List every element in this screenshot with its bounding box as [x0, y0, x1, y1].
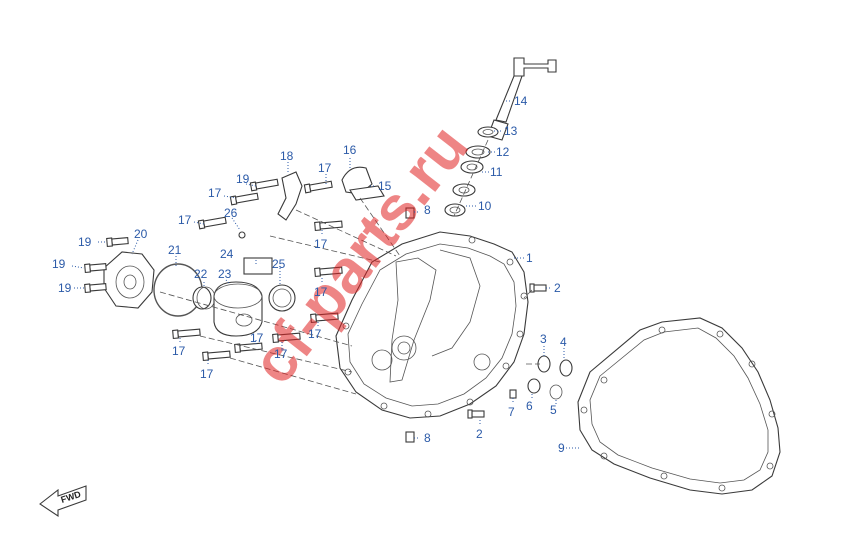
clutch-cover[interactable] [335, 231, 529, 419]
cap-4[interactable] [559, 359, 573, 377]
callout-17-bottom[interactable]: 17 [200, 367, 214, 381]
assembly-lines [159, 139, 540, 395]
callouts: 14 13 12 11 10 16 15 18 17 19 17 26 17 8… [52, 94, 580, 455]
callout-17-center-upper[interactable]: 17 [314, 237, 328, 251]
callout-26[interactable]: 26 [224, 206, 238, 220]
callout-2-bottom[interactable]: 2 [476, 427, 483, 441]
callout-18[interactable]: 18 [280, 149, 294, 163]
callout-15[interactable]: 15 [378, 179, 392, 193]
callout-17-bottom-center-1[interactable]: 17 [250, 331, 264, 345]
callout-24[interactable]: 24 [220, 247, 234, 261]
dowel-top[interactable] [405, 207, 415, 219]
callout-8-top[interactable]: 8 [424, 203, 431, 217]
callout-17-bottom-center-2[interactable]: 17 [274, 347, 288, 361]
clip-5[interactable] [549, 384, 563, 400]
forward-arrow-icon: FWD [39, 485, 87, 518]
callout-25[interactable]: 25 [272, 257, 286, 271]
pump-cover[interactable] [103, 251, 155, 309]
callout-8-bottom[interactable]: 8 [424, 431, 431, 445]
callout-17-bottom-left[interactable]: 17 [172, 344, 186, 358]
callout-20[interactable]: 20 [134, 227, 148, 241]
bearing-stack[interactable] [444, 126, 499, 217]
cover-gasket[interactable] [577, 317, 781, 495]
callout-3[interactable]: 3 [540, 332, 547, 346]
callout-17-upper-left[interactable]: 17 [208, 186, 222, 200]
spring[interactable] [192, 286, 216, 310]
callout-4[interactable]: 4 [560, 335, 567, 349]
callout-21[interactable]: 21 [168, 243, 182, 257]
thermostat-cap[interactable] [341, 166, 385, 201]
label-plate[interactable] [243, 257, 273, 275]
callout-1[interactable]: 1 [526, 251, 533, 265]
oil-filter[interactable] [213, 281, 263, 337]
callout-5[interactable]: 5 [550, 403, 557, 417]
callout-17-left[interactable]: 17 [178, 213, 192, 227]
callout-2-right[interactable]: 2 [554, 281, 561, 295]
callout-19-left-3[interactable]: 19 [58, 281, 72, 295]
bracket[interactable] [277, 171, 303, 221]
plug-7[interactable] [509, 389, 517, 399]
small-oring[interactable] [238, 231, 246, 239]
callout-13[interactable]: 13 [504, 124, 518, 138]
callout-10[interactable]: 10 [478, 199, 492, 213]
callout-6[interactable]: 6 [526, 399, 533, 413]
callout-17-top[interactable]: 17 [318, 161, 332, 175]
callout-7[interactable]: 7 [508, 405, 515, 419]
callout-9[interactable]: 9 [558, 441, 565, 455]
callout-14[interactable]: 14 [514, 94, 528, 108]
callout-19-top[interactable]: 19 [236, 172, 250, 186]
bolts[interactable] [84, 178, 547, 419]
callout-19-left-1[interactable]: 19 [78, 235, 92, 249]
callout-12[interactable]: 12 [496, 145, 510, 159]
callout-23[interactable]: 23 [218, 267, 232, 281]
washer-6[interactable] [527, 378, 541, 394]
dowel-bottom[interactable] [405, 431, 415, 443]
callout-19-left-2[interactable]: 19 [52, 257, 66, 271]
callout-17-center[interactable]: 17 [314, 285, 328, 299]
callout-16[interactable]: 16 [343, 143, 357, 157]
callout-17-center-lower[interactable]: 17 [308, 327, 322, 341]
callout-11[interactable]: 11 [490, 165, 503, 179]
callout-22[interactable]: 22 [194, 267, 208, 281]
